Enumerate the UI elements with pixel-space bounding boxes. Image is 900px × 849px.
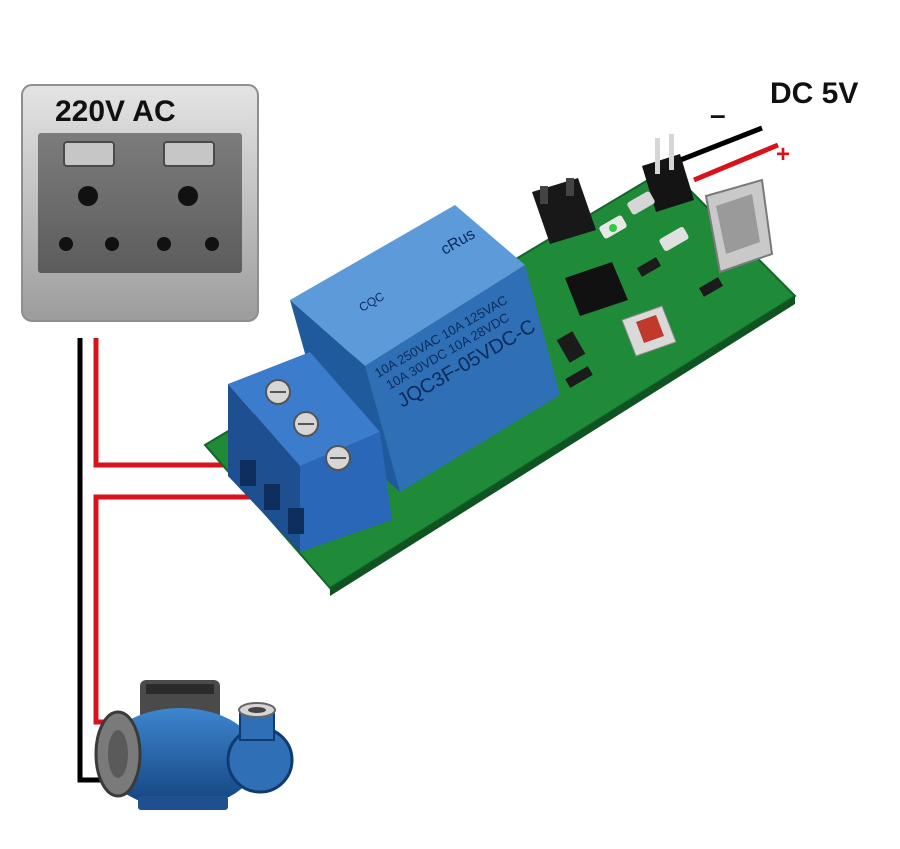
ic-chip-icon (565, 262, 628, 316)
dc-positive-wire (693, 142, 779, 183)
socket-switch-left (63, 141, 115, 167)
smd-component (565, 366, 593, 388)
connector-icon (704, 178, 774, 274)
header-pins-icon (642, 134, 694, 212)
live-wire-in (93, 338, 240, 468)
pcb-edge (330, 296, 795, 596)
socket-switch-right (163, 141, 215, 167)
terminal-block-icon (228, 352, 392, 552)
ac-supply-label: 220V AC (55, 95, 176, 128)
dc-minus-label: – (710, 99, 726, 130)
jumper-icon (532, 178, 596, 244)
socket-hole (105, 237, 119, 251)
water-pump-icon (94, 680, 294, 810)
dc-plus-label: + (776, 141, 790, 168)
smd-component (698, 277, 724, 297)
smd-component (627, 191, 655, 215)
socket-hole (157, 237, 171, 251)
dc-supply-label: DC 5V (770, 77, 858, 110)
smd-component (556, 331, 586, 363)
smd-component (659, 227, 689, 251)
push-button-icon (621, 305, 677, 357)
wall-socket-icon (21, 84, 259, 322)
socket-hole (78, 186, 98, 206)
socket-hole (178, 186, 198, 206)
relay-module-icon: CQC cRus 10A 250VAC 10A 125VAC 10A 30VDC… (203, 134, 797, 596)
socket-hole (59, 237, 73, 251)
socket-hole (205, 237, 219, 251)
smd-component (636, 257, 662, 277)
led-dot (609, 224, 617, 232)
